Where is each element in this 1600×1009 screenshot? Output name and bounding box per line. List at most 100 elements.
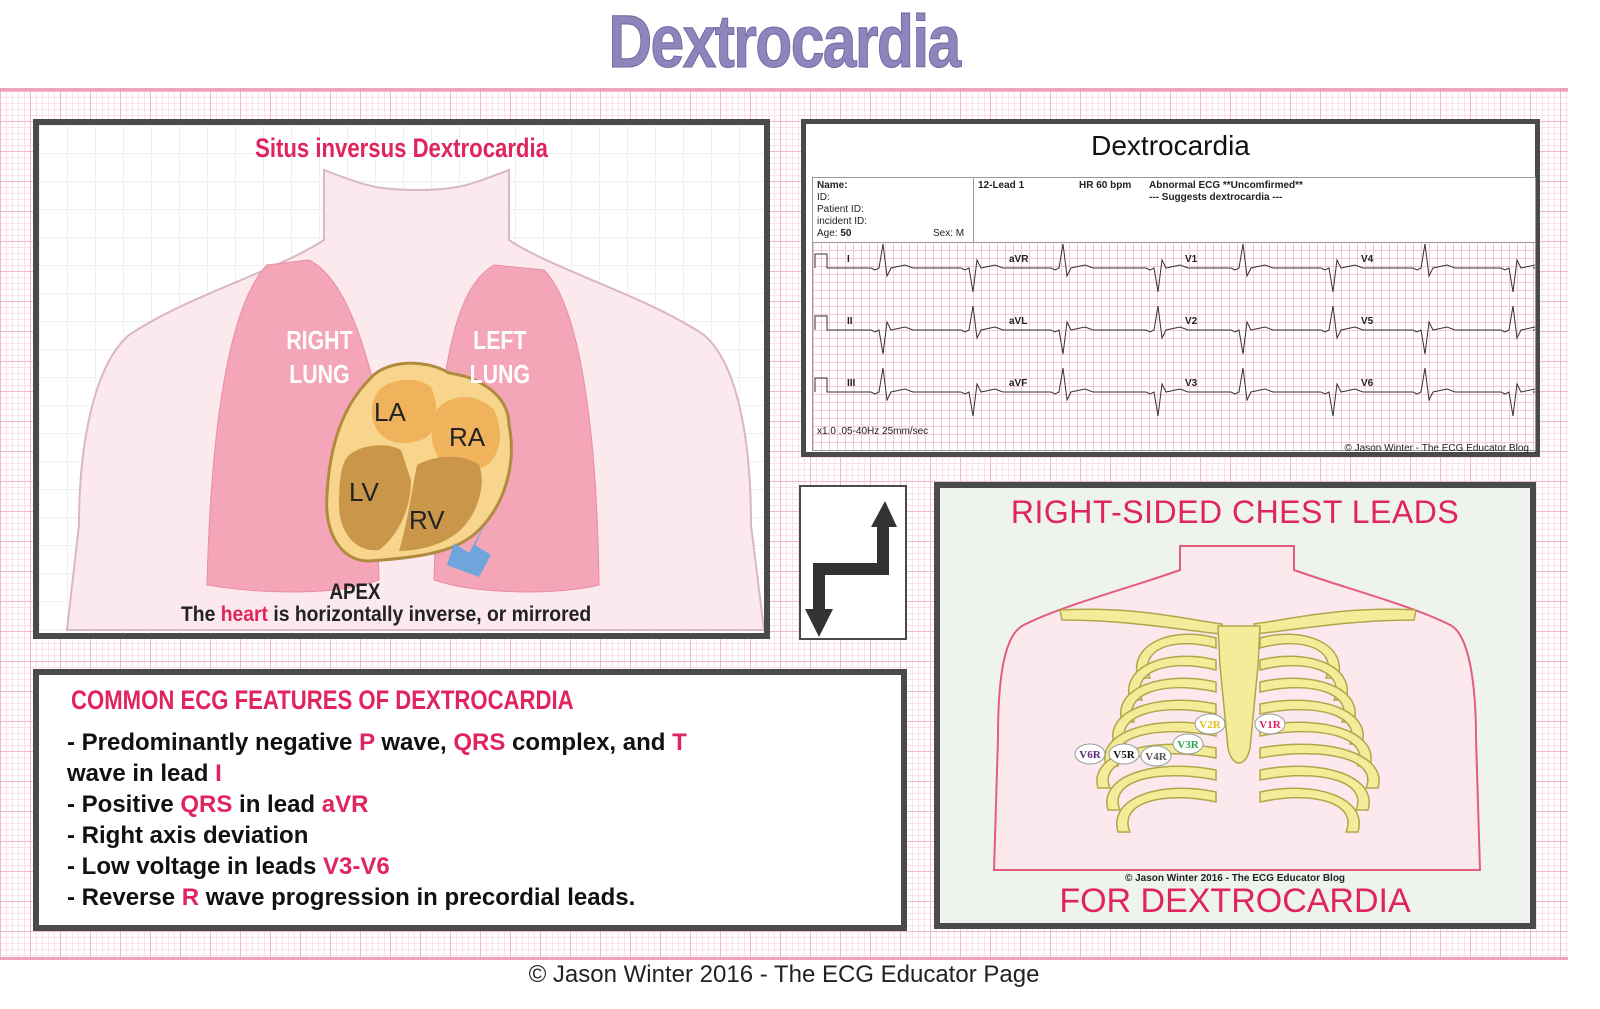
age-label: Age:: [817, 228, 838, 239]
ecg-heart-rate: HR 60 bpm: [1079, 180, 1132, 191]
f1-text-d: wave in lead: [67, 760, 216, 787]
feature-item: - Right axis deviation: [67, 822, 309, 849]
chamber-lv-label: LV: [349, 477, 379, 507]
ecg-calibration: x1.0 .05-40Hz 25mm/sec: [817, 426, 929, 437]
lead-label-v5: V5: [1361, 316, 1374, 327]
feature-item: - Positive QRS in lead aVR: [67, 789, 687, 820]
svg-text:V3R: V3R: [1177, 739, 1199, 751]
f2-qrs: QRS: [180, 791, 233, 818]
page-footer: © Jason Winter 2016 - The ECG Educator P…: [528, 961, 1040, 988]
chamber-ra-label: RA: [449, 422, 486, 452]
flow-arrow-icon: [805, 501, 897, 637]
f1-i: I: [215, 760, 222, 787]
apex-label: APEX: [329, 579, 381, 604]
svg-text:V1R: V1R: [1259, 719, 1281, 731]
electrode-v6r: V6R: [1074, 743, 1106, 765]
feature-item: - Predominantly negative P wave, QRS com…: [67, 727, 687, 758]
f5-r: R: [181, 884, 200, 911]
f2-text-b: in lead: [232, 791, 322, 818]
ecg-id-label: ID:: [817, 192, 830, 203]
features-list: - Predominantly negative P wave, QRS com…: [67, 727, 687, 913]
ecg-strip: Name: ID: Patient ID: incident ID: Age: …: [812, 177, 1536, 451]
f2-text: - Positive: [67, 791, 181, 818]
heart-caption: The heart is horizontally inverse, or mi…: [181, 603, 591, 627]
caption-highlight: heart: [220, 603, 268, 626]
rib: [1259, 677, 1357, 723]
ecg-trace-row: [814, 243, 1535, 293]
svg-text:V4R: V4R: [1145, 751, 1167, 763]
feature-item: wave in lead I: [67, 758, 687, 789]
ecg-panel-title: Dextrocardia: [1091, 130, 1250, 161]
ecg-trace-row: [814, 367, 1535, 417]
f5-text-b: wave progression in precordial leads.: [199, 884, 636, 911]
f4-leads: V3-V6: [323, 853, 390, 880]
ecg-traces: [814, 243, 1535, 417]
ecg-lead-info: 12-Lead 1: [978, 180, 1025, 191]
rib: [1119, 677, 1217, 723]
feature-item: - Low voltage in leads V3-V6: [67, 851, 687, 882]
f2-avr: aVR: [321, 791, 369, 818]
left-lung-label-line2: LUNG: [469, 359, 531, 389]
caption-text-end: is horizontally inverse, or mirrored: [267, 603, 592, 626]
lead-label-v6: V6: [1361, 378, 1374, 389]
heart-panel-title: Situs inversus Dextrocardia: [255, 133, 548, 163]
ecg-age-label: Age: 50: [817, 228, 851, 239]
rib: [1259, 787, 1360, 833]
ecg-interpretation-1: Abnormal ECG **Uncomfirmed**: [1149, 180, 1303, 191]
ecg-patient-id-label: Patient ID:: [817, 204, 864, 215]
electrode-v3r: V3R: [1172, 733, 1204, 755]
chamber-la-label: LA: [374, 397, 406, 427]
f1-qrs: QRS: [453, 729, 506, 756]
age-value: 50: [840, 228, 852, 239]
f1-t: T: [672, 729, 687, 756]
rib: [1116, 787, 1217, 833]
lead-label-iii: III: [847, 378, 856, 389]
chamber-rv-label: RV: [409, 505, 445, 535]
ecg-features-panel: COMMON ECG FEATURES OF DEXTROCARDIA - Pr…: [33, 669, 907, 931]
ecg-panel: Dextrocardia Name: ID: Patient ID: incid…: [801, 119, 1540, 457]
svg-text:V2R: V2R: [1199, 719, 1221, 731]
rib: [1259, 743, 1380, 789]
ecg-header-divider: [973, 178, 974, 242]
features-title: COMMON ECG FEATURES OF DEXTROCARDIA: [71, 685, 574, 715]
right-lung-label-line2: LUNG: [289, 359, 350, 389]
electrode-v2r: V2R: [1194, 713, 1226, 735]
lead-label-v1: V1: [1185, 254, 1198, 265]
f4-text: - Low voltage in leads: [67, 853, 324, 880]
f1-p: P: [359, 729, 375, 756]
ecg-trace-row: [814, 305, 1535, 355]
rib: [1106, 765, 1217, 811]
lead-label-avr: aVR: [1009, 254, 1029, 265]
ecg-interpretation-2: --- Suggests dextrocardia ---: [1149, 192, 1283, 203]
svg-text:V6R: V6R: [1079, 749, 1101, 761]
ecg-incident-id-label: incident ID:: [817, 216, 868, 227]
electrode-v4r: V4R: [1140, 745, 1172, 767]
left-lung-label-line1: LEFT: [473, 325, 527, 355]
lead-label-avl: aVL: [1009, 316, 1028, 327]
svg-text:V5R: V5R: [1113, 749, 1135, 761]
ecg-header: [813, 178, 1535, 243]
f1-text-b: wave,: [374, 729, 454, 756]
lead-label-v2: V2: [1185, 316, 1198, 327]
f5-text: - Reverse: [67, 884, 182, 911]
chest-panel-footer: FOR DEXTROCARDIA: [1059, 882, 1411, 920]
f1-text-c: complex, and: [505, 729, 673, 756]
torso-illustration: [65, 168, 764, 631]
lead-label-avf: aVF: [1009, 378, 1028, 389]
left-lung-label: LEFT LUNG: [470, 323, 530, 391]
flow-arrow-box: [799, 485, 907, 640]
lead-label-ii: II: [847, 316, 853, 327]
caption-text: The: [181, 603, 221, 626]
ecg-sex-label: Sex: M: [933, 228, 965, 239]
chest-credit: © Jason Winter 2016 - The ECG Educator B…: [1124, 873, 1346, 884]
ecg-name-label: Name:: [817, 180, 848, 191]
ecg-credit: © Jason Winter - The ECG Educator Blog: [1344, 443, 1529, 454]
electrode-v1r: V1R: [1254, 713, 1286, 735]
heart-anatomy-panel: Situs inversus Dextrocardia RIGHT LUNG LE…: [33, 119, 770, 639]
lead-label-v4: V4: [1361, 254, 1374, 265]
rib: [1259, 765, 1370, 811]
right-lung-label-line1: RIGHT: [286, 325, 353, 355]
lead-label-i: I: [847, 254, 850, 265]
